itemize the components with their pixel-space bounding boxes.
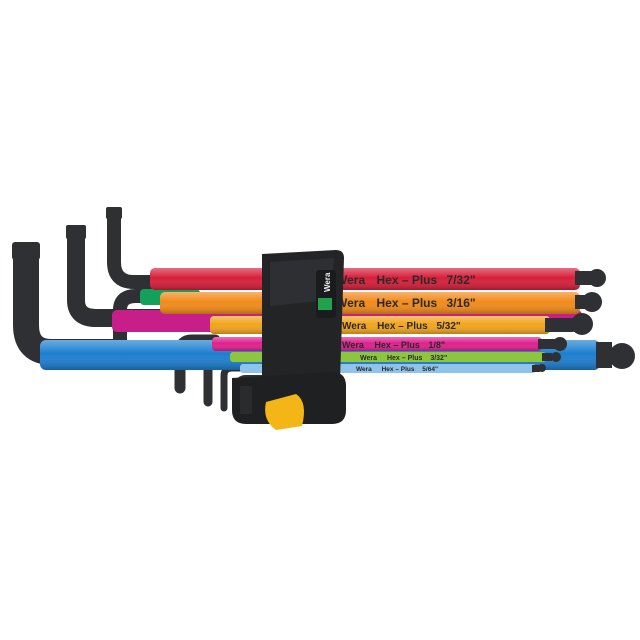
hex-tips: [12, 207, 122, 260]
label-1-8: Wera Hex – Plus 1/8": [342, 340, 445, 350]
colored-arms: [40, 268, 600, 373]
label-3-16: Wera Hex – Plus 3/16": [336, 296, 476, 310]
ball-ends: [532, 269, 635, 372]
holder-clip: [265, 394, 304, 430]
key-holder: Wera: [232, 250, 346, 430]
label-5-64: Wera Hex – Plus 5/64": [356, 366, 438, 373]
holder-brand: Wera: [323, 272, 332, 292]
label-3-32: Wera Hex – Plus 3/32": [360, 355, 447, 362]
label-5-32: Wera Hex – Plus 5/32": [342, 321, 461, 332]
label-7-32: Wera Hex – Plus 7/32": [336, 273, 476, 287]
